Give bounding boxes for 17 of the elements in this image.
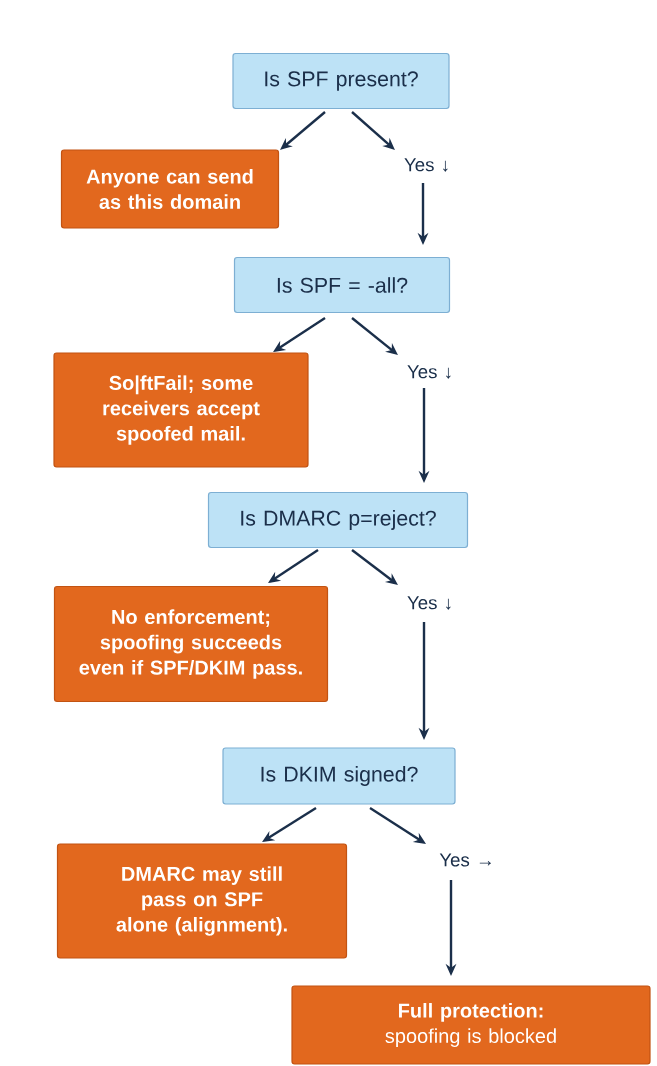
question-box: Is SPF present? xyxy=(232,52,450,110)
outcome-box: Full protection: spoofing is blocked xyxy=(291,985,651,1065)
arrow xyxy=(280,111,326,150)
branch-label: Yes ↓ xyxy=(407,596,451,610)
outcome-box: Anyone can send as this domain xyxy=(60,149,280,229)
arrow xyxy=(351,549,398,585)
question-box: Is DMARC p=reject? xyxy=(207,491,469,549)
question-box: Is SPF = -all? xyxy=(233,256,451,314)
outcome-box: No enforcement; spoofing succeeds even if SPF/DKIM pass. xyxy=(53,585,329,703)
arrow xyxy=(351,317,398,355)
branch-label: Yes ↓ xyxy=(407,365,451,379)
outcome-box: DMARC may still pass on SPF alone (alignment). xyxy=(56,843,348,959)
question-box: Is DKIM signed? xyxy=(222,747,456,805)
branch-label: Yes ↓ xyxy=(404,158,448,172)
outcome-box: So|ftFail; some receivers accept spoofed mail. xyxy=(53,352,309,468)
branch-label: Yes → xyxy=(439,853,491,867)
arrow xyxy=(351,111,395,150)
